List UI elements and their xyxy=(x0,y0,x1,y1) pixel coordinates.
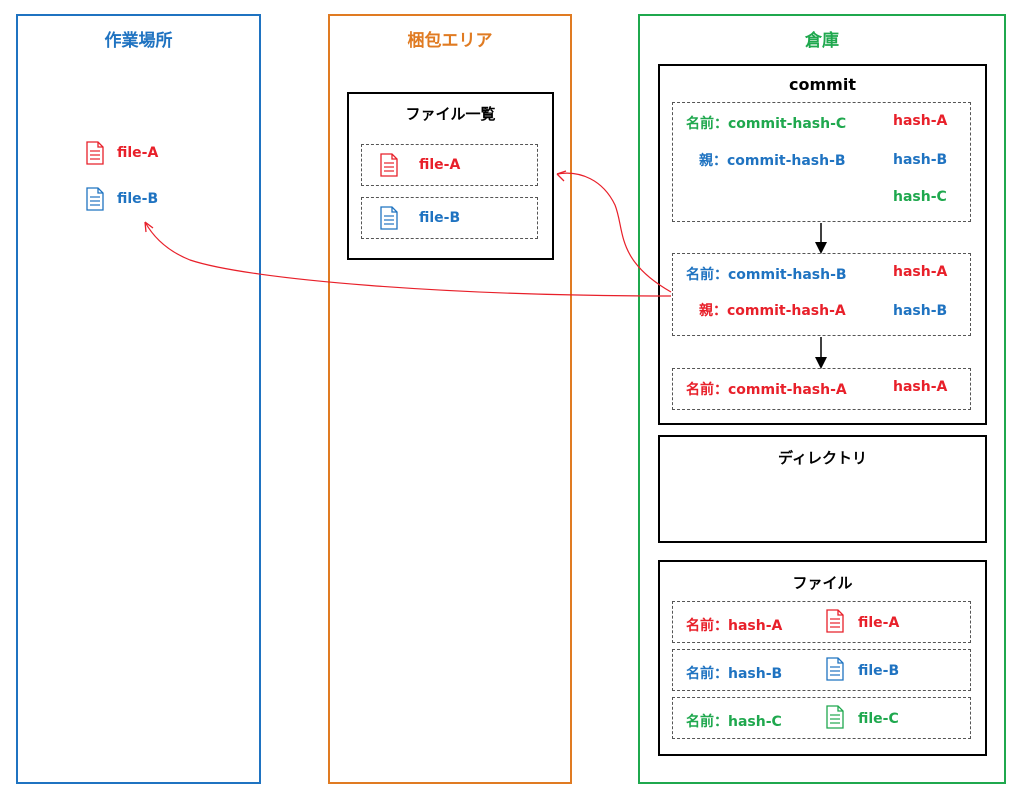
repo-file-c-name: 名前：hash-C xyxy=(686,714,782,730)
repo-file-row xyxy=(672,601,971,643)
repo-file-a-label: file-A xyxy=(858,615,900,631)
staging-file-list-title: ファイル一覧 xyxy=(405,105,496,123)
document-icon xyxy=(380,206,398,230)
document-icon xyxy=(826,657,844,681)
repository-column: 倉庫 xyxy=(638,14,1006,784)
commit-b-name: 名前：commit-hash-B xyxy=(686,267,847,283)
directory-box-title: ディレクトリ xyxy=(778,449,867,467)
work-file-b-label: file-B xyxy=(117,191,159,207)
commit-c-hash: hash-B xyxy=(893,152,948,168)
document-icon xyxy=(86,187,104,211)
commit-box-title: commit xyxy=(789,75,856,94)
commit-c-hash: hash-A xyxy=(893,113,948,129)
repo-file-row xyxy=(672,697,971,739)
commit-c-hash: hash-C xyxy=(893,189,947,205)
staging-file-row xyxy=(361,197,538,239)
staging-file-a-label: file-A xyxy=(419,157,461,173)
document-icon xyxy=(86,141,104,165)
arrow-head xyxy=(144,221,154,233)
commit-a-name: 名前：commit-hash-A xyxy=(686,382,847,398)
file-box-title: ファイル xyxy=(792,574,853,592)
repo-file-row xyxy=(672,649,971,691)
commit-c-parent: 親：commit-hash-B xyxy=(699,153,846,169)
arrow-head xyxy=(556,170,567,182)
working-area-column: 作業場所 xyxy=(16,14,261,784)
repo-file-b-name: 名前：hash-B xyxy=(686,666,783,682)
commit-a-hash: hash-A xyxy=(893,379,948,395)
repo-file-c-label: file-C xyxy=(858,711,899,727)
work-file-a-label: file-A xyxy=(117,145,159,161)
commit-b-parent: 親：commit-hash-A xyxy=(699,303,846,319)
checkout-arrow xyxy=(556,172,672,293)
directory-box: ディレクトリ xyxy=(658,435,987,543)
document-icon xyxy=(826,609,844,633)
staging-file-row xyxy=(361,144,538,186)
commit-entry xyxy=(672,102,971,222)
document-icon xyxy=(380,153,398,177)
repo-file-b-label: file-B xyxy=(858,663,900,679)
commit-b-hash: hash-B xyxy=(893,303,948,319)
checkout-arrow xyxy=(144,221,672,297)
staging-area-title: 梱包エリア xyxy=(407,31,493,51)
repository-title: 倉庫 xyxy=(805,31,839,51)
repo-file-a-name: 名前：hash-A xyxy=(686,618,783,634)
document-icon xyxy=(826,705,844,729)
staging-file-b-label: file-B xyxy=(419,210,461,226)
staging-area-column: 梱包エリア xyxy=(328,14,572,784)
commit-b-hash: hash-A xyxy=(893,264,948,280)
commit-c-name: 名前：commit-hash-C xyxy=(686,116,847,132)
file-box: ファイル xyxy=(658,560,987,756)
working-area-title: 作業場所 xyxy=(104,31,173,51)
